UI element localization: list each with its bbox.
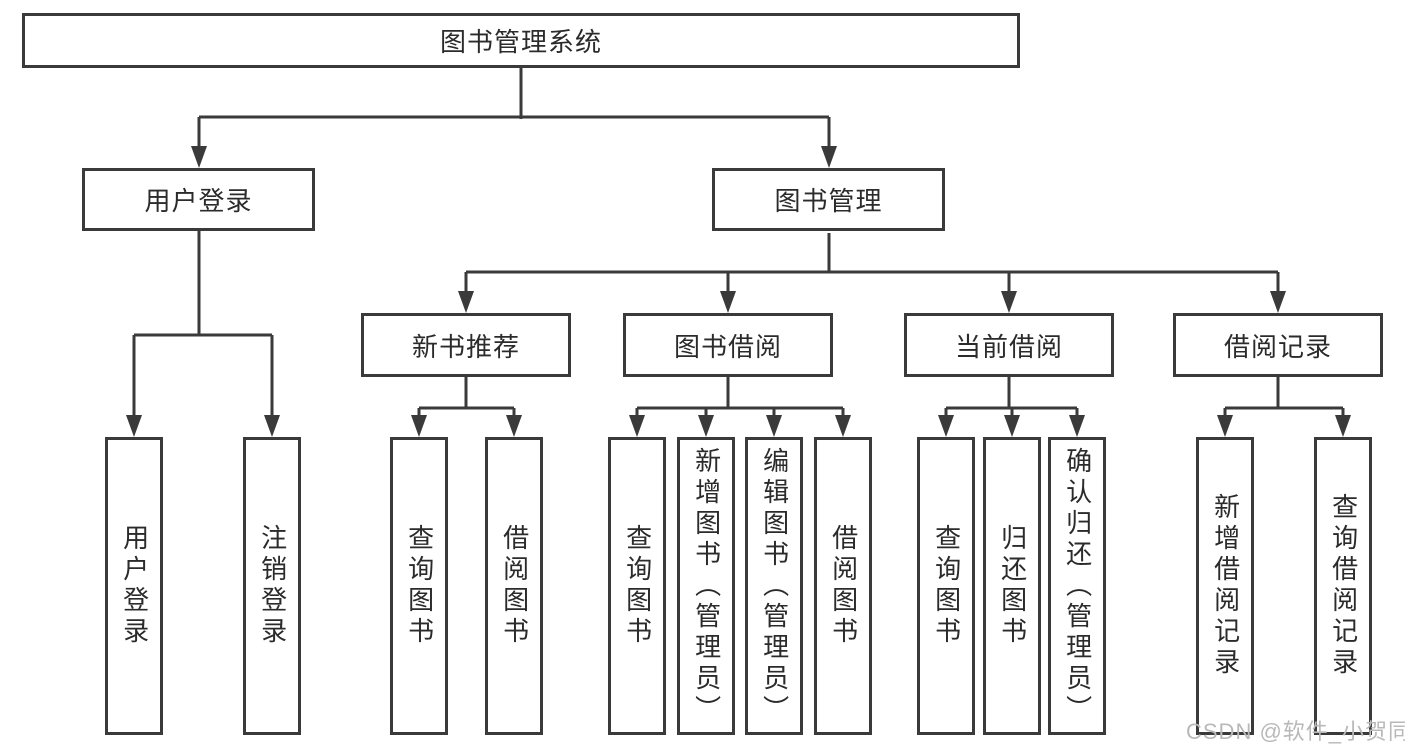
node-leaf-edit-books-admin: 编辑图书（管理员） [745, 437, 803, 735]
node-label: 查询借阅记录 [1328, 493, 1359, 679]
node-borrowing-records-label: 借阅记录 [1223, 331, 1332, 362]
arrowhead [1004, 415, 1020, 437]
csdn-watermark: CSDN @软件_小贺同学 [1186, 719, 1405, 744]
node-book-management-label: 图书管理 [774, 186, 883, 216]
arrowhead [720, 291, 736, 313]
node-root: 图书管理系统 [22, 13, 1020, 68]
node-leaf-borrow-books-2: 借阅图书 [814, 437, 872, 735]
arrowhead [1335, 415, 1351, 437]
arrowhead [766, 415, 782, 437]
node-label: 借阅图书 [499, 524, 530, 648]
node-label: 借阅图书 [828, 524, 859, 648]
node-leaf-logout: 注销登录 [243, 437, 301, 735]
arrowhead [1270, 291, 1286, 313]
connector-current-borrowing-children [938, 377, 1085, 437]
node-label: 用户登录 [119, 524, 150, 648]
node-book-management: 图书管理 [712, 168, 945, 231]
node-label: 注销登录 [257, 524, 288, 648]
node-leaf-confirm-return-admin: 确认归还（管理员） [1048, 437, 1106, 735]
node-leaf-borrow-books-1: 借阅图书 [485, 437, 543, 735]
node-leaf-query-borrow-record: 查询借阅记录 [1314, 437, 1372, 735]
arrowhead [835, 415, 851, 437]
node-label: 查询图书 [931, 524, 962, 648]
arrowhead [1069, 415, 1085, 437]
node-book-borrowing: 图书借阅 [623, 313, 833, 377]
arrowhead [1217, 415, 1233, 437]
node-label: 新增图书（管理员） [691, 446, 722, 726]
node-label: 编辑图书（管理员） [759, 446, 790, 726]
arrowhead [629, 415, 645, 437]
arrowhead [1001, 291, 1017, 313]
node-borrowing-records: 借阅记录 [1173, 313, 1383, 377]
node-label: 查询图书 [622, 524, 653, 648]
node-label: 新增借阅记录 [1210, 493, 1241, 679]
node-leaf-query-books-2: 查询图书 [608, 437, 666, 735]
node-new-book-recommend: 新书推荐 [361, 313, 571, 377]
node-current-borrowing-label: 当前借阅 [954, 331, 1063, 362]
node-user-login-label: 用户登录 [144, 186, 253, 216]
arrowhead [126, 415, 142, 437]
connector-book-management-children [458, 233, 1286, 313]
connector-borrowing-records-children [1217, 377, 1351, 437]
connector-new-book-recommend-children [411, 377, 522, 437]
connector-book-borrowing-children [629, 377, 851, 437]
arrowhead [411, 415, 427, 437]
arrowhead [698, 415, 714, 437]
node-label: 查询图书 [404, 524, 435, 648]
arrowhead [506, 415, 522, 437]
node-leaf-user-login: 用户登录 [105, 437, 163, 735]
connector-user-login-children [126, 231, 280, 437]
arrowhead [821, 146, 837, 168]
node-leaf-add-borrow-record: 新增借阅记录 [1196, 437, 1254, 735]
arrowhead [264, 415, 280, 437]
node-label: 归还图书 [997, 524, 1028, 648]
node-label: 确认归还（管理员） [1062, 446, 1093, 726]
node-leaf-add-books-admin: 新增图书（管理员） [677, 437, 735, 735]
node-user-login: 用户登录 [82, 168, 315, 231]
node-new-book-recommend-label: 新书推荐 [411, 331, 520, 362]
node-leaf-return-books: 归还图书 [983, 437, 1041, 735]
node-book-borrowing-label: 图书借阅 [673, 331, 782, 362]
node-leaf-query-books-1: 查询图书 [390, 437, 448, 735]
arrowhead [458, 291, 474, 313]
node-leaf-query-books-3: 查询图书 [917, 437, 975, 735]
arrowhead [938, 415, 954, 437]
connector-root-to-level2 [191, 68, 837, 168]
arrowhead [191, 146, 207, 168]
node-current-borrowing: 当前借阅 [904, 313, 1114, 377]
node-root-label: 图书管理系统 [439, 27, 602, 57]
